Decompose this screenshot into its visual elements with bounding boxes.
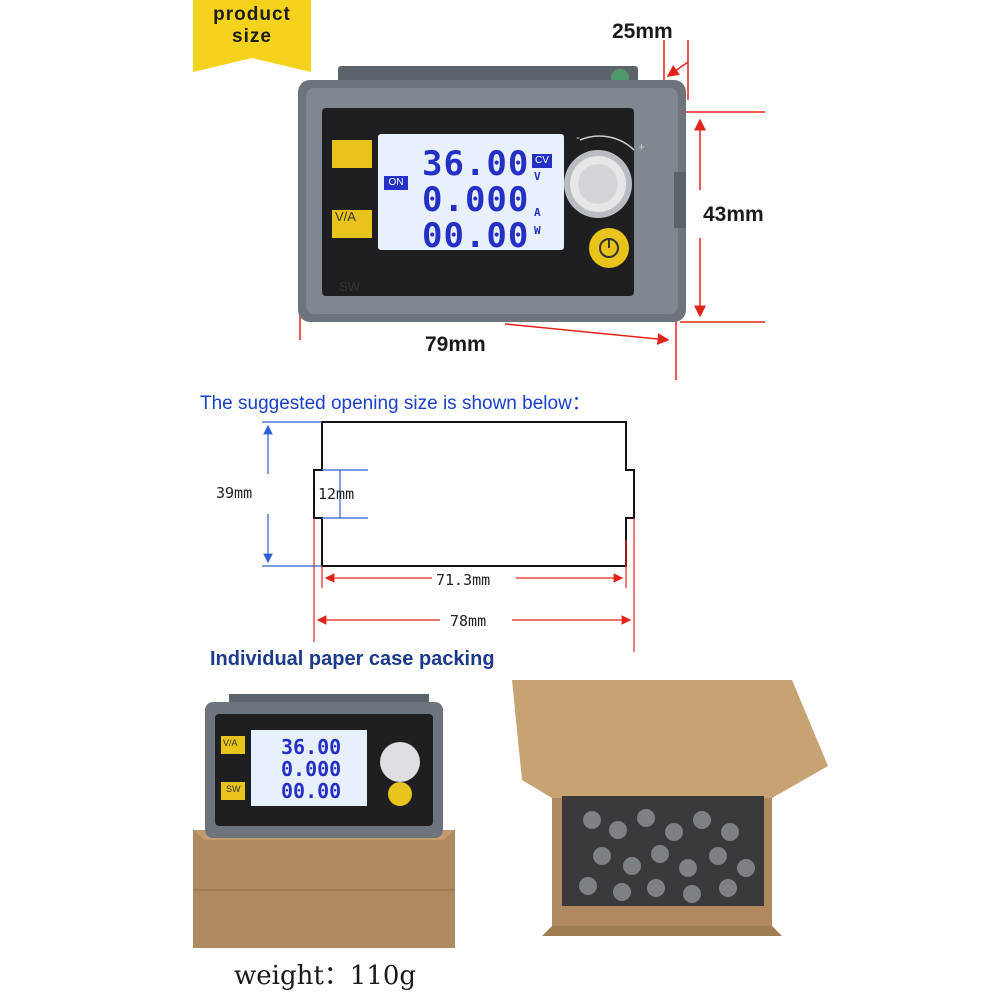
knob-minus-mark: - (576, 130, 580, 144)
small-current-reading: 0.000 (281, 757, 342, 781)
device-on-box-image: V/A SW 36.00 0.000 00.00 (193, 690, 455, 948)
small-voltage-reading: 36.00 (281, 735, 342, 759)
cv-indicator: CV (532, 154, 552, 168)
unit-w: W (534, 224, 541, 237)
product-size-banner: product size (193, 0, 311, 72)
notch-label: 12mm (318, 485, 355, 503)
power-reading: 00.00 (422, 216, 530, 256)
opening-height-label: 39mm (216, 484, 253, 502)
height-label: 43mm (703, 203, 764, 226)
banner-line-1: product (213, 4, 291, 25)
outer-width-label: 78mm (450, 612, 487, 630)
opening-title: The suggested opening size is shown belo… (200, 393, 591, 414)
unit-a: A (534, 206, 541, 219)
va-button[interactable]: V/A (335, 209, 356, 224)
current-reading: 0.000 (422, 180, 530, 220)
packing-title: Individual paper case packing (210, 648, 495, 670)
depth-label: 25mm (612, 20, 673, 43)
adjust-knob[interactable] (564, 154, 632, 222)
knob-plus-mark: + (638, 140, 646, 154)
dc-module-image: V/A SW 36.00 0.000 00.00 ON CV V A W - + (298, 62, 686, 322)
power-button[interactable] (589, 228, 629, 268)
open-box-image (492, 680, 832, 950)
weight-label: weight： (234, 961, 350, 991)
width-label: 79mm (425, 333, 486, 356)
opening-diagram (262, 421, 635, 652)
banner-line-2: size (232, 26, 272, 47)
sw-button[interactable]: SW (339, 279, 360, 294)
small-va-label: V/A (223, 738, 238, 748)
weight-text: weight：110g (234, 955, 416, 992)
weight-value: 110g (349, 961, 417, 991)
small-power-reading: 00.00 (281, 779, 342, 803)
inner-width-label: 71.3mm (436, 571, 491, 589)
on-indicator: ON (384, 176, 408, 190)
voltage-reading: 36.00 (422, 144, 530, 184)
unit-v: V (534, 170, 541, 183)
small-sw-label: SW (226, 784, 241, 794)
